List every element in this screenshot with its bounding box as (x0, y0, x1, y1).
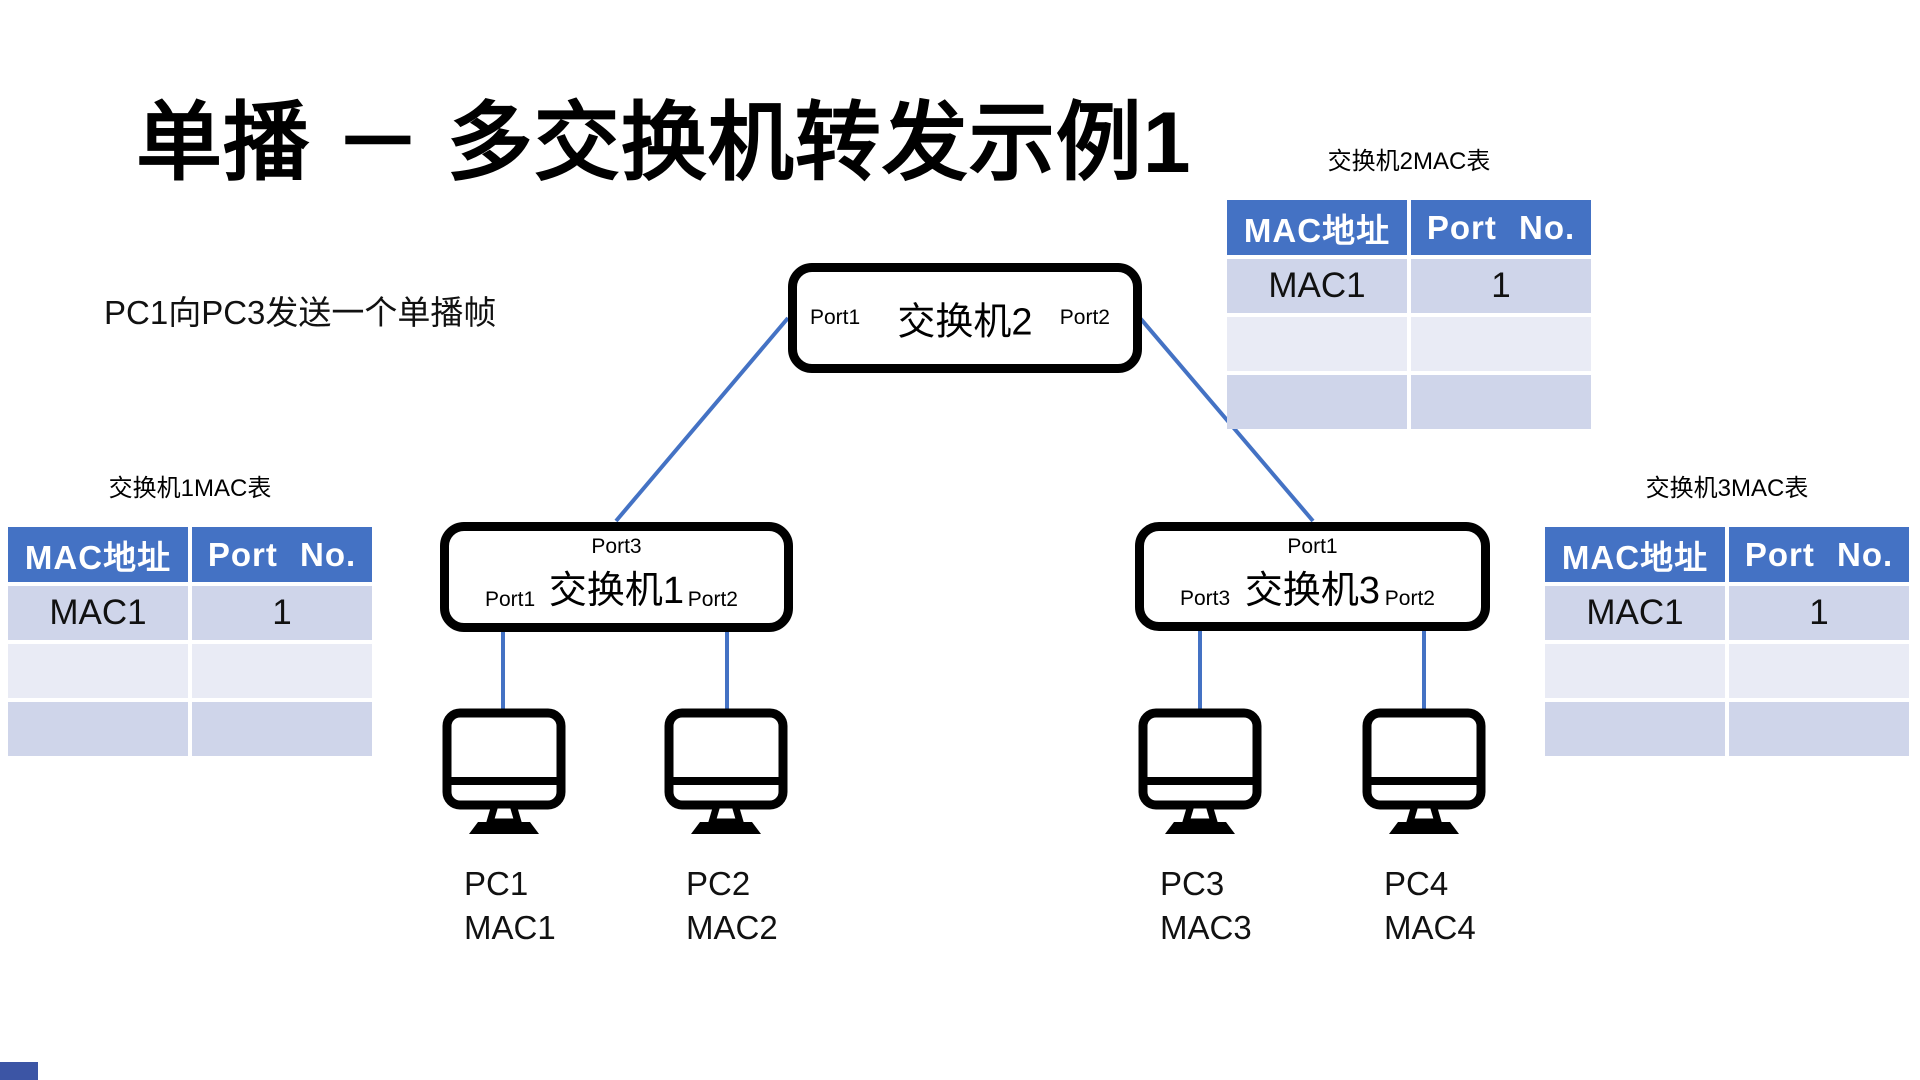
switch3-mac-table-grid: MAC地址 Port No. MAC1 1 (1545, 527, 1909, 756)
pc-name-label: PC4 (1384, 865, 1449, 902)
switch1-mac-table: 交换机1MAC表 MAC地址 Port No. MAC1 1 (8, 475, 372, 756)
table-cell-port (192, 644, 372, 698)
switch2-name: 交换机2 (897, 301, 1033, 344)
pc-mac-label: MAC4 (1384, 909, 1476, 946)
pc-mac-label: MAC2 (686, 909, 778, 946)
column-header-mac-address: MAC地址 (1545, 527, 1725, 582)
table-cell-mac: MAC1 (1227, 259, 1407, 313)
switch1-port3-label: Port3 (591, 535, 642, 558)
pc-name-label: PC1 (464, 865, 529, 902)
switch1-port2-label: Port2 (687, 588, 738, 611)
pc-mac-label: MAC3 (1160, 909, 1252, 946)
column-header-port-no: Port No. (1411, 200, 1591, 255)
switch1-mac-table-caption: 交换机1MAC表 (108, 475, 272, 502)
table-cell-port (192, 702, 372, 756)
column-header-mac-address: MAC地址 (1227, 200, 1407, 255)
table-cell-port (1411, 317, 1591, 371)
switch2-mac-table-grid: MAC地址 Port No. MAC1 1 (1227, 200, 1591, 429)
switch2-mac-table: 交换机2MAC表 MAC地址 Port No. MAC1 1 (1227, 148, 1591, 429)
switch2-mac-table-caption: 交换机2MAC表 (1327, 148, 1491, 175)
pc2-node: PC2 MAC2 (664, 708, 788, 950)
pc3-node: PC3 MAC3 (1138, 708, 1262, 950)
table-cell-mac (1545, 702, 1725, 756)
switch1-port1-label: Port1 (485, 588, 536, 611)
table-cell-port: 1 (1411, 259, 1591, 313)
pc-monitor-icon (664, 708, 788, 834)
table-cell-mac: MAC1 (1545, 586, 1725, 640)
column-header-port-no: Port No. (192, 527, 372, 582)
slide-title: 单播 － 多交换机转发示例1 (136, 95, 1192, 191)
table-cell-mac (1227, 317, 1407, 371)
table-cell-port (1729, 644, 1909, 698)
switch3-port2-label: Port2 (1384, 587, 1435, 610)
column-header-mac-address: MAC地址 (8, 527, 188, 582)
pc-mac-label: MAC1 (464, 909, 556, 946)
switch1-mac-table-grid: MAC地址 Port No. MAC1 1 (8, 527, 372, 756)
table-cell-mac (1227, 375, 1407, 429)
switch3-port1-label: Port1 (1287, 535, 1338, 558)
switch3-name: 交换机3 (1244, 570, 1381, 612)
table-cell-port (1729, 702, 1909, 756)
pc-name-label: PC2 (686, 865, 751, 902)
switch2-node: Port1 交换机2 Port2 (788, 263, 1142, 373)
switch1-node: Port3 交换机1 Port1 Port2 (440, 522, 793, 632)
link-switch2-switch3 (1138, 316, 1315, 523)
switch3-node: Port1 交换机3 Port3 Port2 (1135, 522, 1490, 631)
pc-monitor-icon (442, 708, 566, 834)
switch2-port1-label: Port1 (810, 306, 861, 329)
scenario-annotation: PC1向PC3发送一个单播帧 (104, 294, 497, 331)
table-cell-port: 1 (192, 586, 372, 640)
table-cell-mac (8, 644, 188, 698)
switch3-mac-table-caption: 交换机3MAC表 (1645, 475, 1809, 502)
slide-corner-accent (0, 1062, 38, 1080)
pc-name-label: PC3 (1160, 865, 1225, 902)
table-cell-mac (8, 702, 188, 756)
switch3-mac-table: 交换机3MAC表 MAC地址 Port No. MAC1 1 (1545, 475, 1909, 756)
table-cell-port (1411, 375, 1591, 429)
switch3-port3-label: Port3 (1180, 587, 1231, 610)
pc-monitor-icon (1362, 708, 1486, 834)
table-cell-port: 1 (1729, 586, 1909, 640)
switch2-port2-label: Port2 (1059, 306, 1110, 329)
table-cell-mac: MAC1 (8, 586, 188, 640)
pc-monitor-icon (1138, 708, 1262, 834)
pc1-node: PC1 MAC1 (442, 708, 566, 950)
switch1-name: 交换机1 (548, 570, 685, 612)
column-header-port-no: Port No. (1729, 527, 1909, 582)
pc4-node: PC4 MAC4 (1362, 708, 1486, 950)
link-switch2-switch1 (614, 316, 790, 523)
table-cell-mac (1545, 644, 1725, 698)
